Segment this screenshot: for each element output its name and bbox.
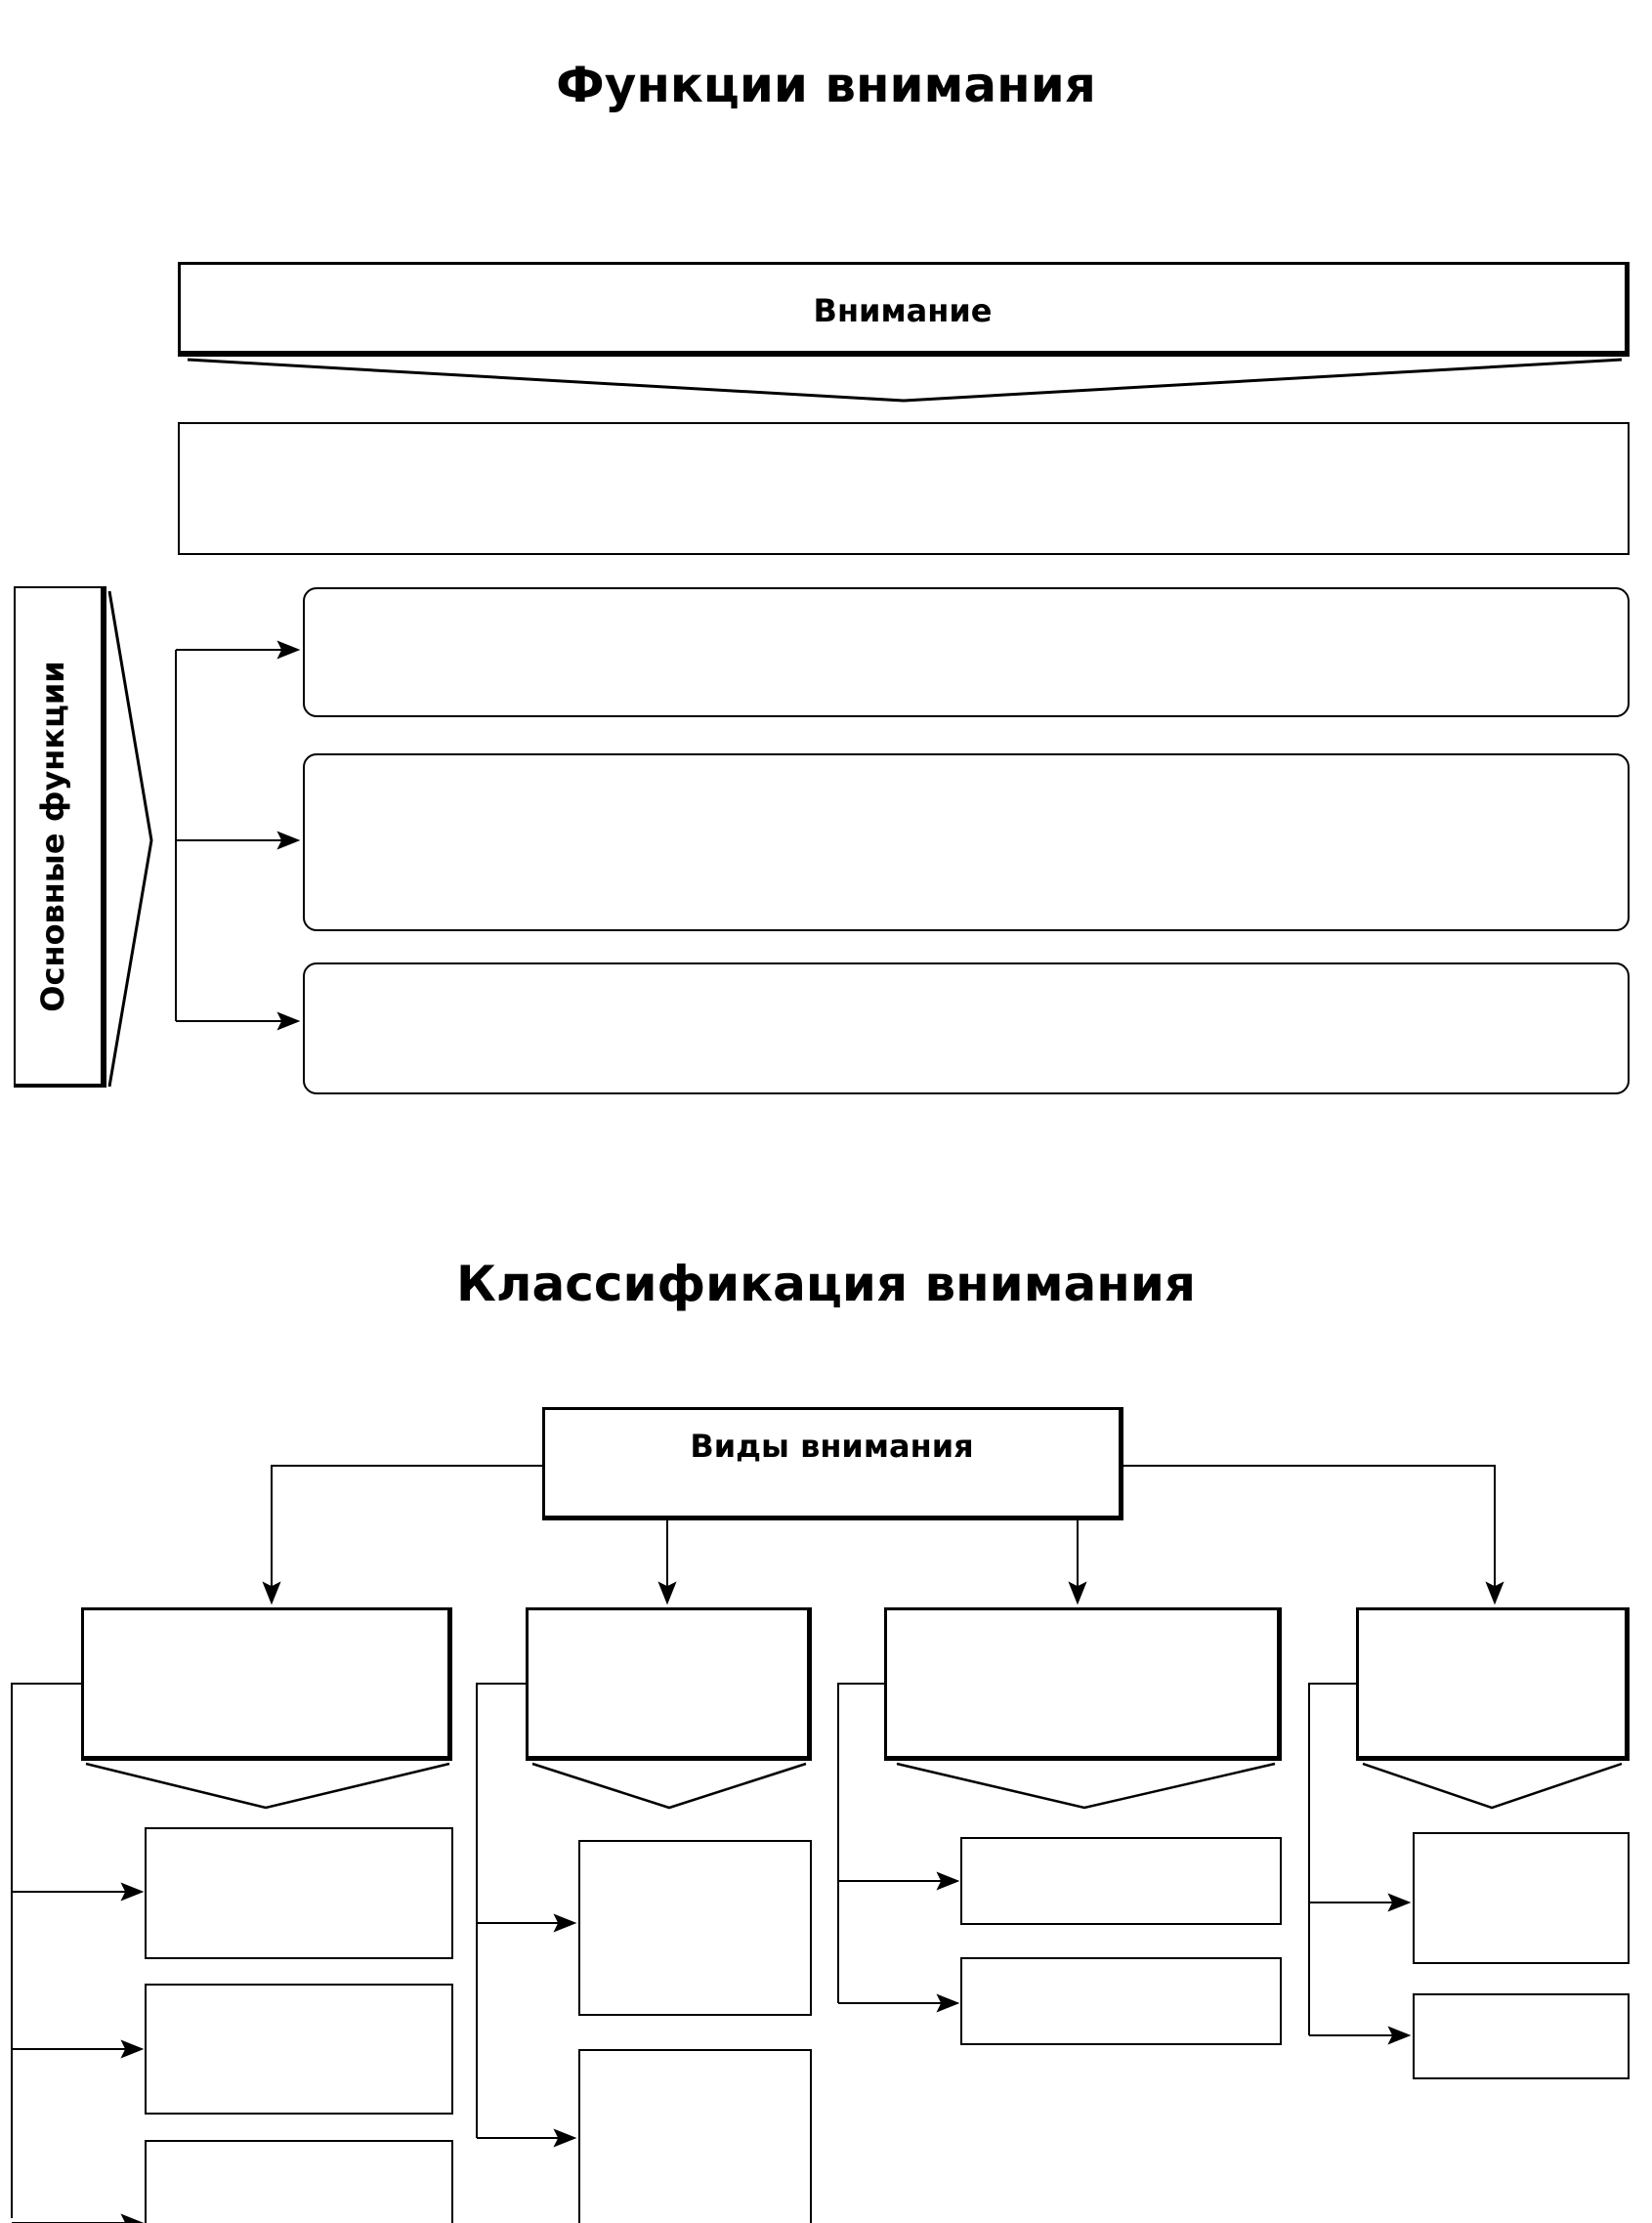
subtype-box-3-1 xyxy=(960,1837,1282,1925)
subtype-box-3-2 xyxy=(960,1957,1282,2045)
subtype-box-2-1 xyxy=(578,1840,812,2016)
function-box-2 xyxy=(303,753,1630,931)
subtype-box-4-1 xyxy=(1413,1832,1630,1964)
subtype-box-4-2 xyxy=(1413,1993,1630,2079)
category-box-3 xyxy=(884,1607,1282,1761)
category-box-4 xyxy=(1356,1607,1630,1761)
attention-label: Внимание xyxy=(813,292,993,329)
category-box-1 xyxy=(81,1607,452,1761)
main-functions-box xyxy=(14,586,106,1088)
attention-types-box: Виды внимания xyxy=(542,1407,1123,1520)
subtype-box-1-1 xyxy=(145,1827,453,1959)
chevron-right-icon xyxy=(107,590,153,1088)
function-box-1 xyxy=(303,587,1630,717)
function-box-3 xyxy=(303,962,1630,1094)
category-box-2 xyxy=(526,1607,812,1761)
chevron-down-icon xyxy=(187,358,1623,403)
definition-box xyxy=(178,422,1630,555)
attention-box: Внимание xyxy=(178,262,1630,357)
subtype-box-2-2 xyxy=(578,2049,812,2223)
subtype-box-1-2 xyxy=(145,1984,453,2115)
functions-title: Функции внимания xyxy=(556,57,1096,113)
attention-types-label: Виды внимания xyxy=(690,1428,974,1465)
classification-title: Классификация внимания xyxy=(456,1256,1196,1312)
subtype-box-1-3 xyxy=(145,2140,453,2223)
main-functions-label: Основные функции xyxy=(34,661,71,1012)
